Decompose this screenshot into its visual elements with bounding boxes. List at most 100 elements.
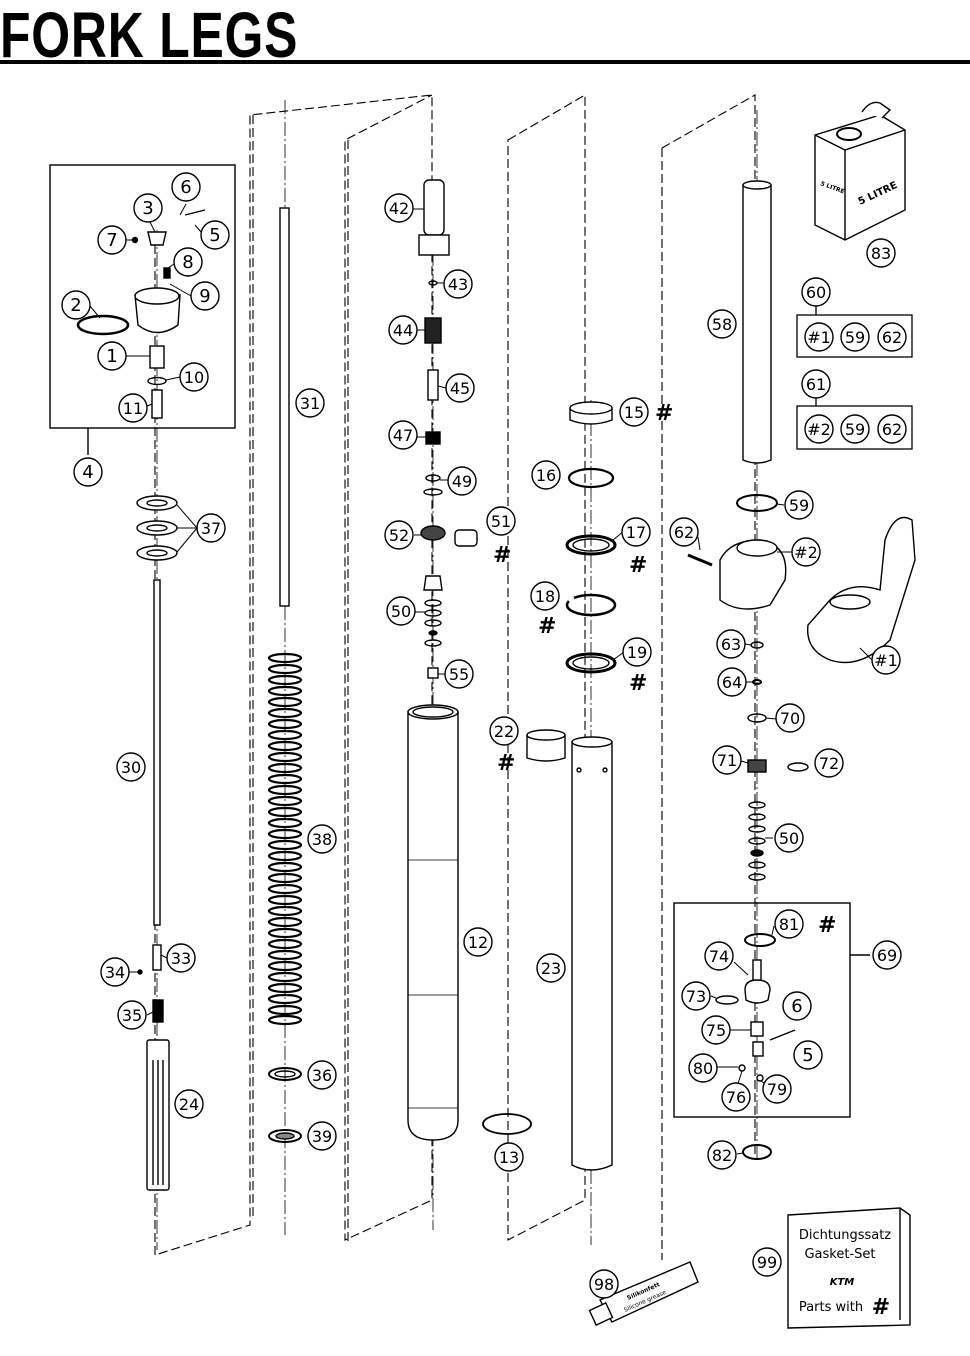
callout-label: 11: [123, 399, 143, 418]
callout-52: 52: [384, 520, 414, 550]
gasket-box-line3: Parts with: [799, 1300, 863, 1315]
callout-34: 34: [100, 957, 130, 987]
callout-hash1: #1: [804, 322, 834, 352]
callout-label: 50: [391, 602, 411, 621]
callout-circle: [791, 537, 821, 567]
callout-label: 36: [312, 1066, 332, 1085]
part-31-rod: [279, 207, 290, 607]
callout-50: 50: [774, 823, 804, 853]
callout-5: 5: [200, 220, 230, 250]
callout-81: 81: [774, 909, 804, 939]
callout-23: 23: [536, 953, 566, 983]
callout-50: 50: [386, 596, 416, 626]
callout-label: 1: [106, 346, 117, 367]
callout-circle: [681, 981, 711, 1011]
callout-label: 24: [179, 1095, 199, 1114]
hash-mark: #: [629, 553, 647, 578]
callout-label: 59: [845, 420, 865, 439]
part-99-gasket-box: [787, 1207, 911, 1329]
callout-69: 69: [872, 940, 902, 970]
callout-label: 59: [845, 328, 865, 347]
callout-circle: [717, 667, 747, 697]
callout-circle: [97, 225, 127, 255]
callout-label: 19: [627, 643, 647, 662]
callout-label: 74: [709, 947, 729, 966]
callout-label: 9: [199, 286, 210, 307]
callout-circle: [384, 193, 414, 223]
callout-circle: [447, 466, 477, 496]
panel-outlines: [154, 94, 756, 1260]
callout-hash1: #1: [871, 645, 901, 675]
callout-circle: [61, 290, 91, 320]
callout-label: 2: [70, 295, 81, 316]
callout-label: 5: [802, 1045, 813, 1066]
callout-circle: [774, 909, 804, 939]
callout-label: 18: [535, 587, 555, 606]
callout-circle: [173, 247, 203, 277]
callout-label: 71: [717, 751, 737, 770]
callout-98: 98: [589, 1269, 619, 1299]
callout-label: 62: [882, 420, 902, 439]
callout-label: 73: [686, 987, 706, 1006]
callout-label: 23: [541, 959, 561, 978]
callout-circle: [196, 513, 226, 543]
callout-59: 59: [784, 490, 814, 520]
callout-circle: [73, 457, 103, 487]
callout-35: 35: [117, 1000, 147, 1030]
callout-80: 80: [688, 1053, 718, 1083]
callout-label: 6: [791, 996, 802, 1017]
callout-circle: [621, 517, 651, 547]
subassembly-box-4: [49, 164, 236, 429]
callout-31: 31: [295, 388, 325, 418]
callout-circle: [530, 581, 560, 611]
callout-circle: [133, 193, 163, 223]
callout-label: 8: [182, 252, 193, 273]
callout-circle: [877, 322, 907, 352]
callout-17: 17: [621, 517, 651, 547]
callout-75: 75: [701, 1015, 731, 1045]
callout-circle: [801, 277, 831, 307]
callout-circle: [804, 322, 834, 352]
callout-label: 38: [312, 830, 332, 849]
part-23-inner-tube: [571, 741, 613, 1171]
callout-circle: [116, 752, 146, 782]
callout-circle: [782, 991, 812, 1021]
callout-label: #1: [874, 651, 898, 670]
callout-circle: [97, 341, 127, 371]
callout-43: 43: [443, 269, 473, 299]
part-42: [423, 179, 445, 236]
callout-circle: [384, 520, 414, 550]
callout-label: 33: [171, 949, 191, 968]
callout-circle: [872, 940, 902, 970]
callout-12: 12: [463, 927, 493, 957]
callout-label: 58: [712, 315, 732, 334]
callout-label: 76: [726, 1088, 746, 1107]
callout-circle: [704, 941, 734, 971]
callout-label: 15: [624, 403, 644, 422]
callout-label: 42: [389, 199, 409, 218]
callout-47: 47: [388, 420, 418, 450]
callout-label: 60: [806, 283, 826, 302]
callout-circle: [386, 596, 416, 626]
callout-label: 50: [779, 829, 799, 848]
callout-79: 79: [762, 1074, 792, 1104]
callout-51: 51: [486, 506, 516, 536]
gasket-box-brand: KTM: [830, 1277, 855, 1288]
callout-label: 61: [806, 375, 826, 394]
callout-58: 58: [707, 309, 737, 339]
callout-label: 52: [389, 526, 409, 545]
callout-label: 75: [706, 1021, 726, 1040]
callout-45: 45: [445, 373, 475, 403]
callout-4: 4: [73, 457, 103, 487]
callout-label: 49: [452, 472, 472, 491]
callout-33: 33: [166, 943, 196, 973]
title-rule: [0, 60, 970, 64]
callout-label: 4: [82, 462, 93, 483]
callout-circle: [486, 506, 516, 536]
callout-label: 31: [300, 394, 320, 413]
callout-44: 44: [388, 315, 418, 345]
callout-15: 15: [619, 397, 649, 427]
callout-19: 19: [622, 637, 652, 667]
callout-circle: [443, 269, 473, 299]
callout-label: 12: [468, 933, 488, 952]
